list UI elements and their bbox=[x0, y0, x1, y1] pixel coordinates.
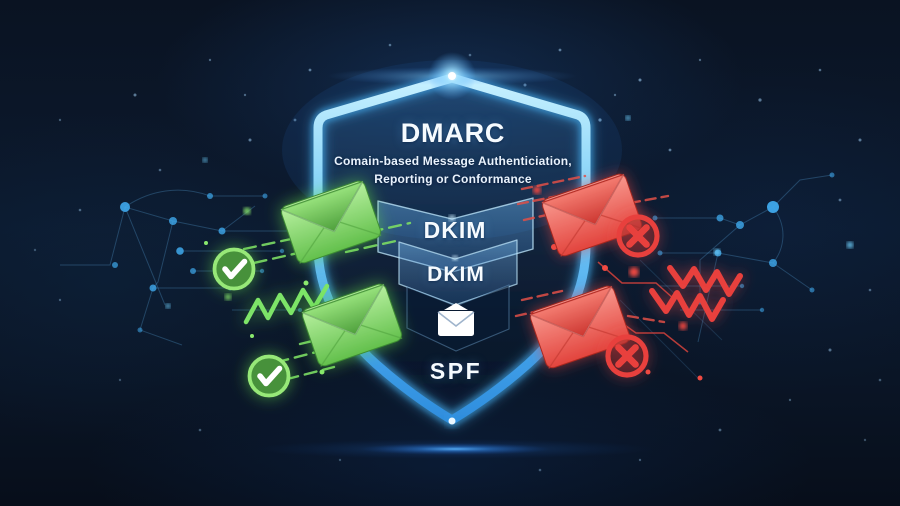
layer-label-dkim-1: DKIM bbox=[423, 217, 487, 243]
star-dots bbox=[33, 43, 882, 472]
dmarc-subtitle-line2: Reporting or Conformance bbox=[374, 172, 532, 186]
dmarc-subtitle-line1: Comain-based Message Authenticiation, bbox=[334, 154, 572, 168]
green-glow-dots bbox=[204, 207, 325, 375]
dmarc-title: DMARC bbox=[400, 118, 506, 148]
x-circle-icon-1 bbox=[619, 217, 657, 255]
network-left bbox=[60, 157, 325, 346]
top-flare bbox=[327, 52, 577, 100]
envelope-icon bbox=[437, 303, 475, 336]
x-circle-icon-2 bbox=[608, 337, 646, 375]
layer-label-dkim-2: DKIM bbox=[427, 263, 485, 286]
dkim-banner-2 bbox=[398, 239, 518, 306]
layer-label-spf: SPF bbox=[429, 358, 483, 384]
check-circle-icon-2 bbox=[250, 357, 289, 396]
green-zigzag-icon bbox=[243, 283, 330, 325]
bottom-glow bbox=[255, 417, 655, 459]
red-zigzag-icon-1 bbox=[667, 265, 743, 297]
red-zigzag-icon-2 bbox=[649, 288, 726, 322]
check-circle-icon-1 bbox=[215, 250, 254, 289]
